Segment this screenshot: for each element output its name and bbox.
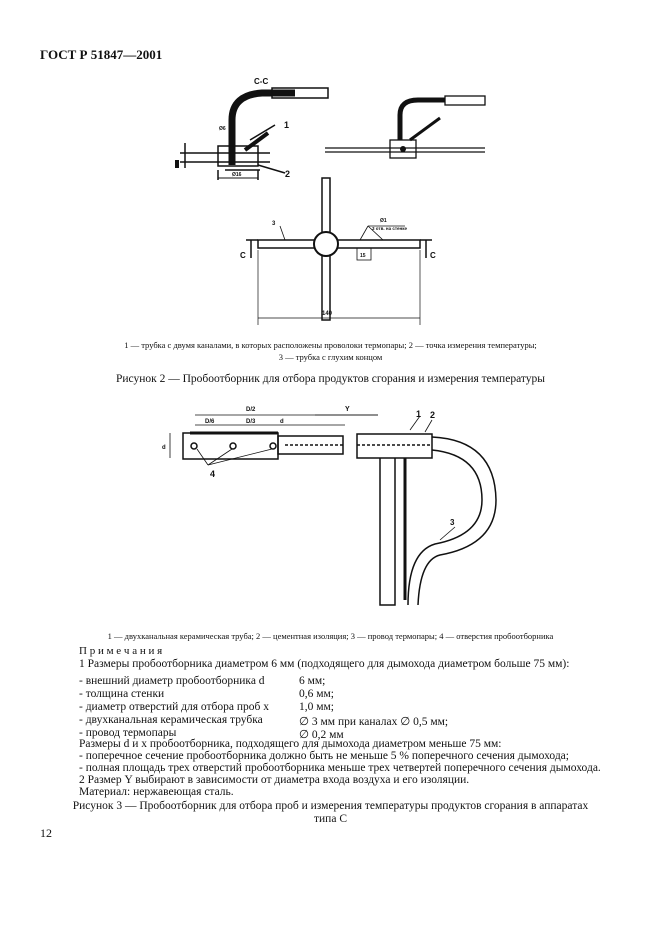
spec-value: ∅ 0,2 мм xyxy=(299,729,344,741)
spec-name: - диаметр отверстий для отбора проб x xyxy=(79,701,269,713)
fig3-probe xyxy=(169,414,497,606)
fig2-d1-label: Ø1 xyxy=(380,218,387,224)
page-number: 12 xyxy=(40,826,52,840)
material: Материал: нержавеющая сталь. xyxy=(79,786,234,798)
fig2-legend-line1: 1 — трубка с двумя каналами, в которых р… xyxy=(124,340,537,350)
notes-title: П р и м е ч а н и я xyxy=(79,645,163,657)
spec-name: - толщина стенки xyxy=(79,688,165,700)
fig3-callout-2: 2 xyxy=(430,410,435,420)
fig3-callout-4: 4 xyxy=(210,469,215,479)
fig3-dim-y: Y xyxy=(345,406,350,413)
para-holes-area: - полная площадь трех отверстий пробоотб… xyxy=(79,762,601,774)
spec-name: - провод термопары xyxy=(79,727,177,739)
fig3-dim-d2: D/2 xyxy=(246,407,256,413)
note-2: 2 Размер Y выбирают в зависимости от диа… xyxy=(79,774,470,786)
note-1: 1 Размеры пробоотборника диаметром 6 мм … xyxy=(79,658,570,670)
fig2-callout-1: 1 xyxy=(284,120,289,130)
fig2-callout-3: 3 xyxy=(272,221,276,227)
fig3-callout-3: 3 xyxy=(450,518,455,527)
fig2-dim-140: 140 xyxy=(322,311,333,317)
spec-value: 6 мм; xyxy=(299,675,326,687)
spec-value: 0,6 мм; xyxy=(299,688,334,700)
fig2-front-view xyxy=(325,95,486,159)
fig2-cut-c-left: С xyxy=(240,251,246,260)
fig3-dim-d3: D/3 xyxy=(246,419,256,425)
fig2-cut-c-right: С xyxy=(430,251,436,260)
fig3-caption-line2: типа С xyxy=(314,813,347,825)
fig2-d16-label: Ø16 xyxy=(232,172,242,178)
fig3-dim-d: d xyxy=(280,419,284,425)
document-header: ГОСТ Р 51847—2001 xyxy=(40,47,163,62)
fig2-callout-2: 2 xyxy=(285,169,290,179)
spec-value: ∅ 3 мм при каналах ∅ 0,5 мм; xyxy=(299,716,449,728)
fig2-dim-15: 15 xyxy=(360,253,366,259)
spec-name: - двухканальная керамическая трубка xyxy=(79,714,263,726)
fig3-legend: 1 — двухканальная керамическая труба; 2 … xyxy=(107,631,554,641)
para-cross-section: - поперечное сечение пробоотборника долж… xyxy=(79,750,569,762)
para-sizes: Размеры d и x пробоотборника, подходящег… xyxy=(79,738,502,750)
fig2-d6-label: Ø6 xyxy=(219,126,226,132)
fig2-holes-label: 3 отв. на стенке xyxy=(372,226,408,231)
spec-value: 1,0 мм; xyxy=(299,701,334,713)
fig3-callout-1: 1 xyxy=(416,409,421,419)
fig2-section-label: С-С xyxy=(254,77,268,86)
fig2-plan-view xyxy=(246,177,432,325)
fig2-caption: Рисунок 2 — Пробоотборник для отбора про… xyxy=(116,373,545,385)
fig3-caption-line1: Рисунок 3 — Пробоотборник для отбора про… xyxy=(72,800,589,812)
fig2-section-view xyxy=(175,87,329,180)
fig3-dim-d6: D/6 xyxy=(205,419,215,425)
fig2-legend-line2: 3 — трубка с глухим концом xyxy=(278,352,383,362)
spec-name: - внешний диаметр пробоотборника d xyxy=(79,675,265,687)
fig3-dim-outer-d: d xyxy=(162,445,166,451)
